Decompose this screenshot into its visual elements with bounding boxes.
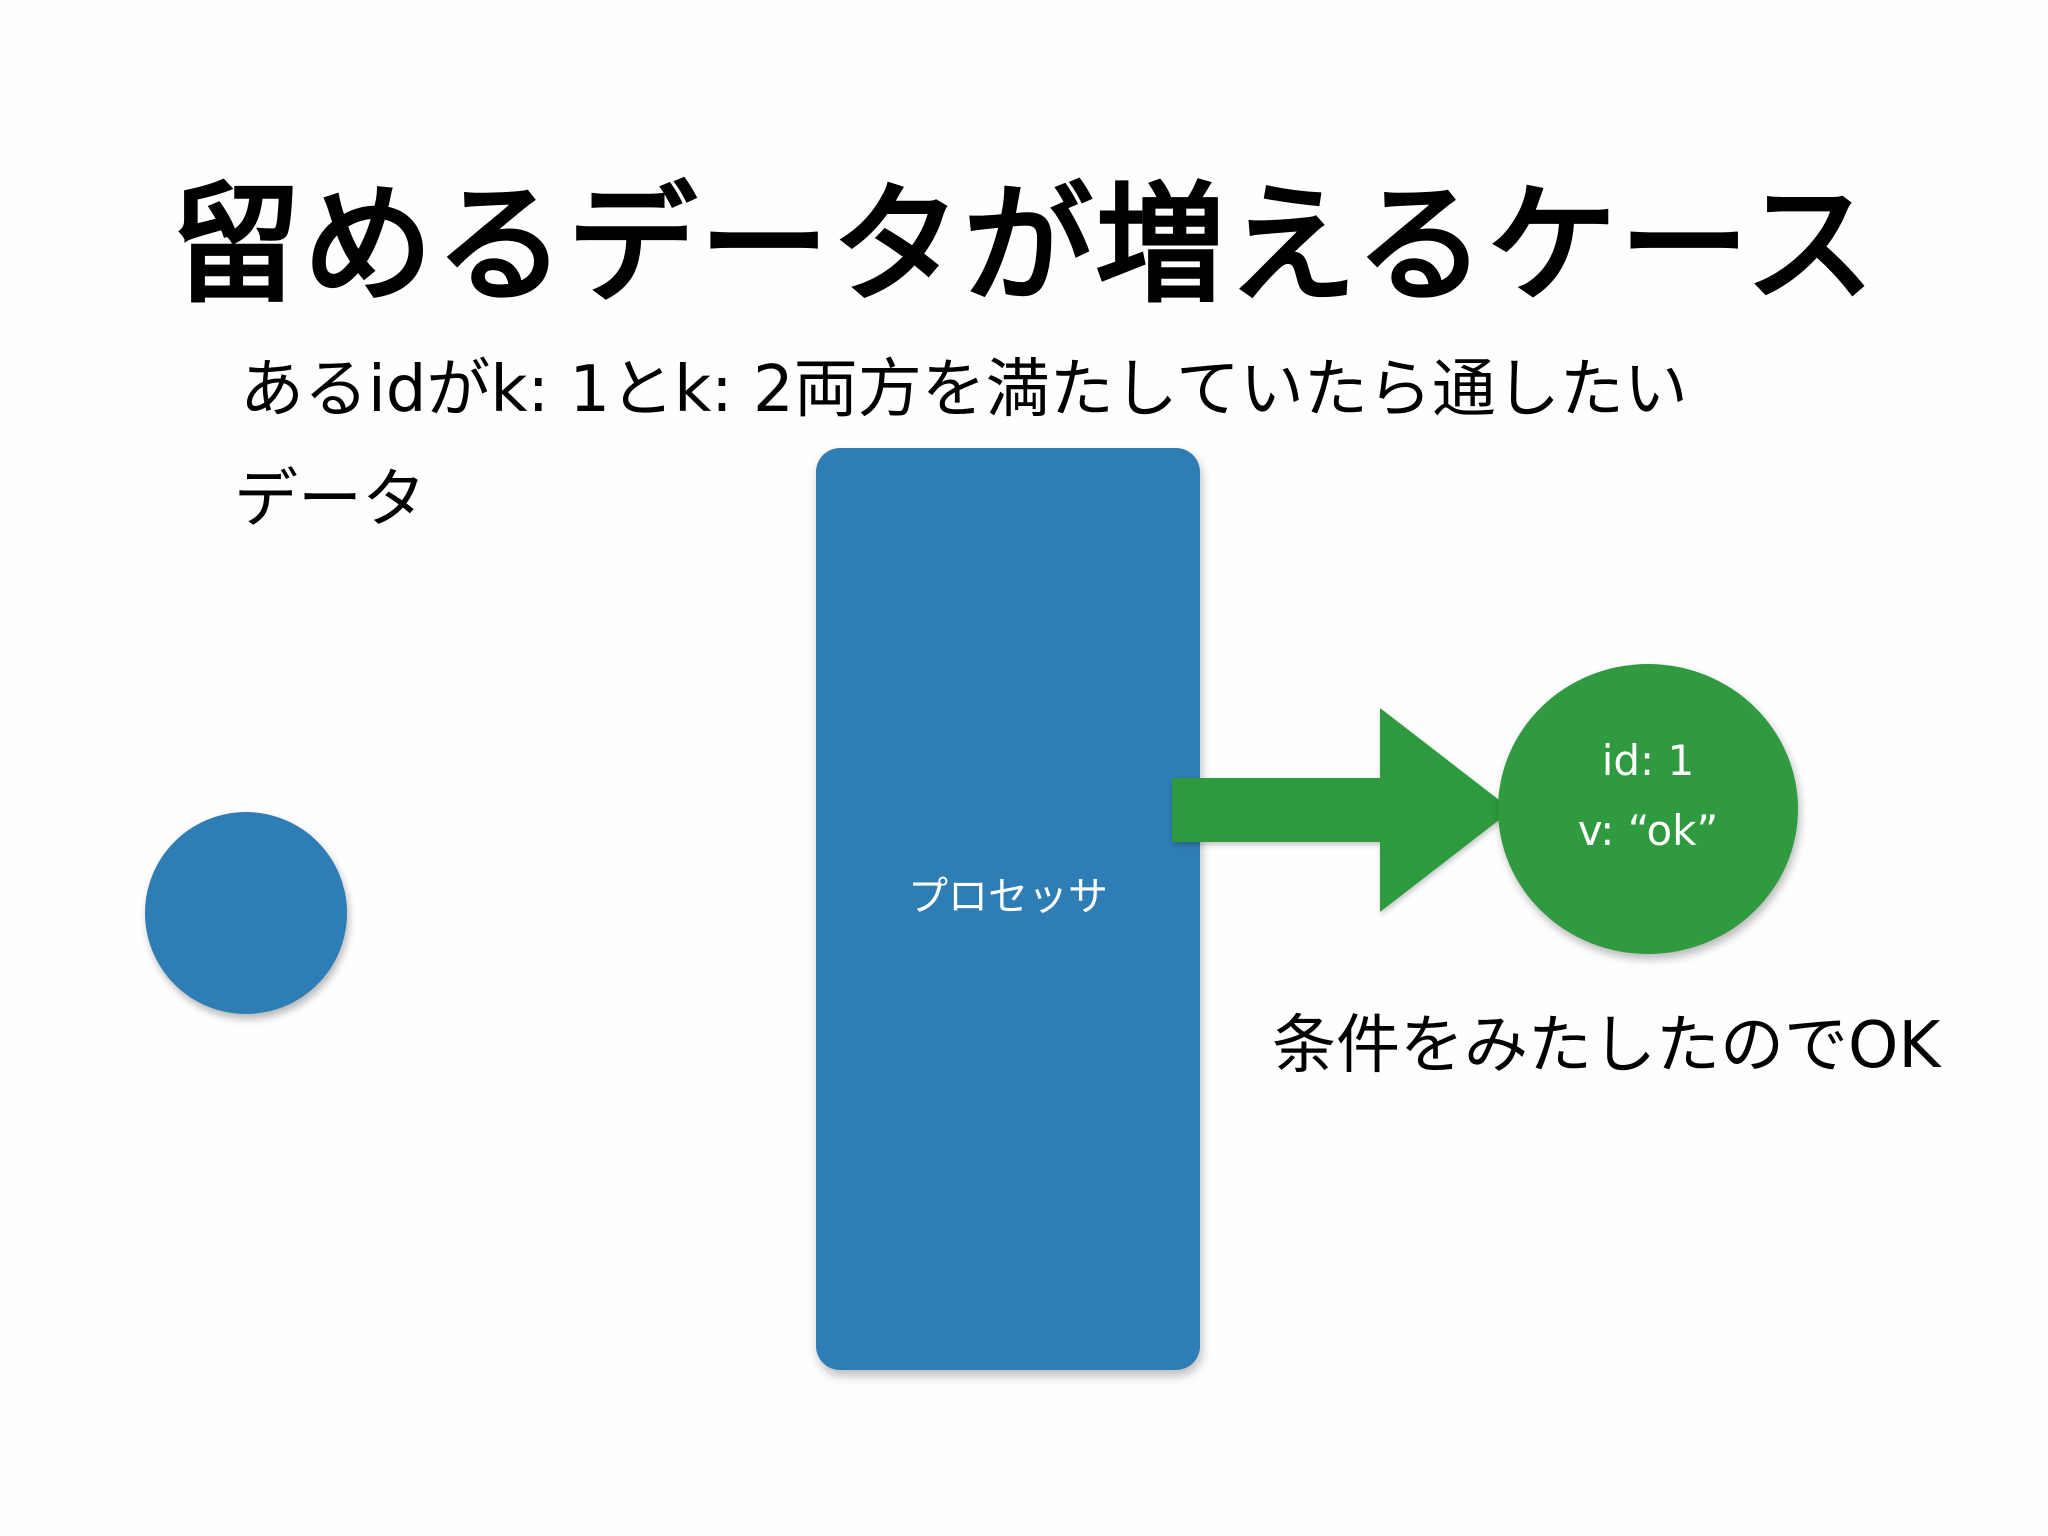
subtitle: あるidがk: 1とk: 2両方を満たしていたら通したい	[240, 353, 1688, 427]
status-text: 条件をみたしたのでOK	[1272, 1009, 1941, 1083]
result-v-text: v: “ok”	[1577, 806, 1719, 855]
processor-box: プロセッサ	[816, 448, 1200, 1370]
result-id-text: id: 1	[1601, 736, 1695, 785]
arrow-shape	[1172, 708, 1512, 912]
slide-title: 留めるデータが増えるケース	[171, 169, 1877, 321]
result-circle: id: 1 v: “ok”	[1498, 664, 1798, 954]
data-label: データ	[234, 463, 426, 537]
right-arrow-icon	[1172, 708, 1512, 912]
processor-label: プロセッサ	[908, 874, 1108, 920]
data-circle	[145, 812, 347, 1014]
